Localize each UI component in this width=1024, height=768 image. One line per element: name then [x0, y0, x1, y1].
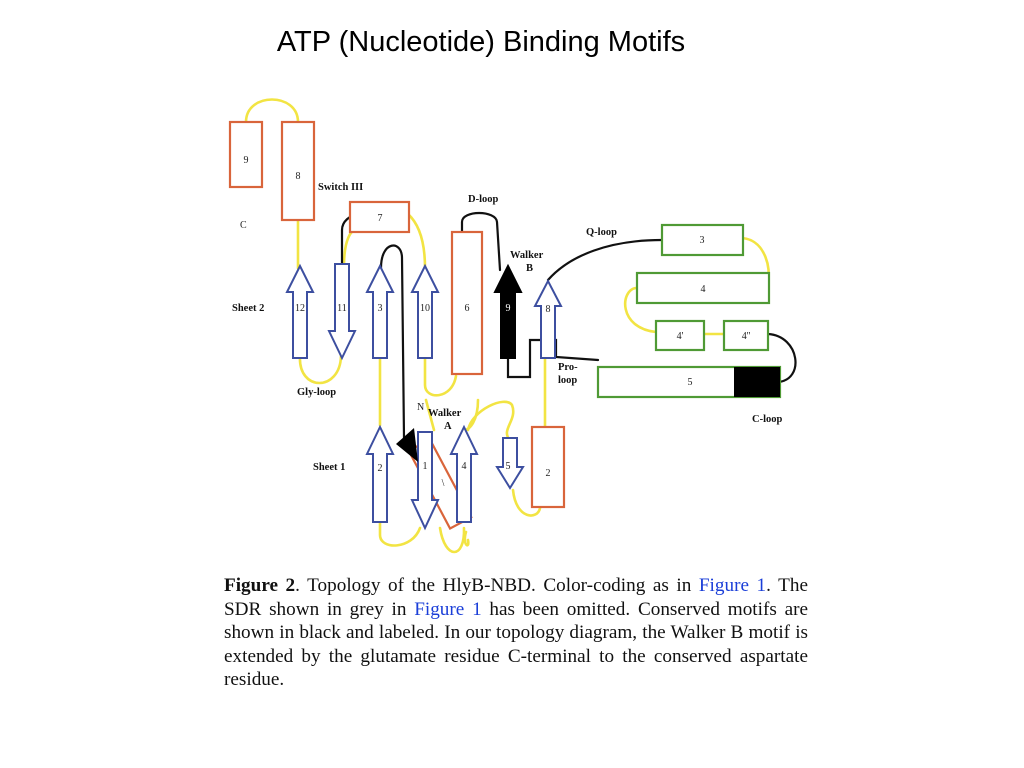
caption-link-figure-1[interactable]: Figure 1	[698, 575, 767, 596]
n-terminus-label: N	[417, 402, 424, 413]
strand-5	[495, 437, 525, 490]
caption-figure-label: Figure 2	[224, 575, 296, 596]
loop-connections	[244, 98, 770, 554]
s9-label: 9	[506, 303, 511, 314]
small-helix-mark: \	[442, 478, 445, 489]
g4-label: 4	[701, 284, 706, 295]
helix-9	[228, 120, 264, 189]
walker-a-label-2: A	[444, 421, 452, 432]
caption-text-2: . The SDR shown in grey in	[224, 575, 808, 620]
sheet-2-label: Sheet 2	[232, 303, 264, 314]
strand-10	[410, 263, 440, 359]
strand-8	[533, 278, 563, 359]
s11-label: 11	[337, 303, 347, 314]
helix-8	[280, 120, 316, 222]
green-helix-labels: 3 4 4' 4'' 5	[677, 235, 751, 388]
walker-a-label-1: Walker	[428, 408, 462, 419]
helix-8-label: 8	[296, 171, 301, 182]
figure-caption: Figure 2. Topology of the HlyB-NBD. Colo…	[224, 574, 808, 692]
q-loop-label: Q-loop	[586, 227, 617, 238]
sheet-1-label: Sheet 1	[313, 462, 345, 473]
helix-4b-green	[722, 319, 770, 352]
strand-2	[365, 424, 395, 523]
s3-label: 3	[378, 303, 383, 314]
c-loop-label: C-loop	[752, 414, 782, 425]
s1-label: 1	[423, 461, 428, 472]
d-loop-label: D-loop	[468, 194, 498, 205]
helix-labels: 9 8 7 6 2 \	[244, 155, 551, 489]
helix-9-label: 9	[244, 155, 249, 166]
helix-2-label: 2	[546, 468, 551, 479]
c-terminus-label: C	[240, 220, 247, 231]
strand-3	[365, 263, 395, 359]
g5-label: 5	[688, 377, 693, 388]
helix-7	[348, 200, 411, 234]
s10-label: 10	[420, 303, 430, 314]
helix-7-label: 7	[378, 213, 383, 224]
g4b-label: 4''	[742, 331, 751, 342]
helix-3-green	[660, 223, 745, 257]
strand-12	[285, 263, 315, 359]
strand-group	[285, 263, 563, 531]
caption-text-3: has been omitted. Conserved motifs are s…	[224, 598, 808, 691]
pro-loop-label-2: loop	[558, 375, 577, 386]
strand-1	[410, 431, 440, 531]
s8-label: 8	[546, 304, 551, 315]
helix-4a-green	[654, 319, 706, 352]
walker-b-label-1: Walker	[510, 250, 544, 261]
caption-text-1: . Topology of the HlyB-NBD. Color-coding…	[295, 575, 699, 596]
helix-6-label: 6	[465, 303, 470, 314]
strand-4	[449, 424, 479, 523]
strand-labels: 12 11 3 10 9 8 2 1 4 5	[295, 303, 551, 474]
pro-loop-label-1: Pro-	[558, 362, 578, 373]
g4a-label: 4'	[677, 331, 684, 342]
annotations: Switch III D-loop Q-loop Walker B Sheet …	[232, 182, 782, 473]
s5-label: 5	[506, 461, 511, 472]
walker-b-label-2: B	[526, 263, 533, 274]
strand-9-walker-b	[493, 263, 523, 359]
s2-label: 2	[378, 463, 383, 474]
g3-label: 3	[700, 235, 705, 246]
c-loop-motif	[734, 367, 780, 397]
caption-link-figure-1-second[interactable]: Figure 1	[414, 598, 482, 620]
helix-6	[450, 230, 484, 376]
s12-label: 12	[295, 303, 305, 314]
walker-a-motif	[396, 428, 418, 462]
strand-11	[327, 263, 357, 361]
helix-2	[530, 425, 566, 509]
helix-4-green	[635, 271, 771, 305]
gly-loop-label: Gly-loop	[297, 387, 336, 398]
s4-label: 4	[462, 461, 467, 472]
switch-iii-label: Switch III	[318, 182, 363, 193]
slide-title: ATP (Nucleotide) Binding Motifs	[276, 26, 686, 58]
